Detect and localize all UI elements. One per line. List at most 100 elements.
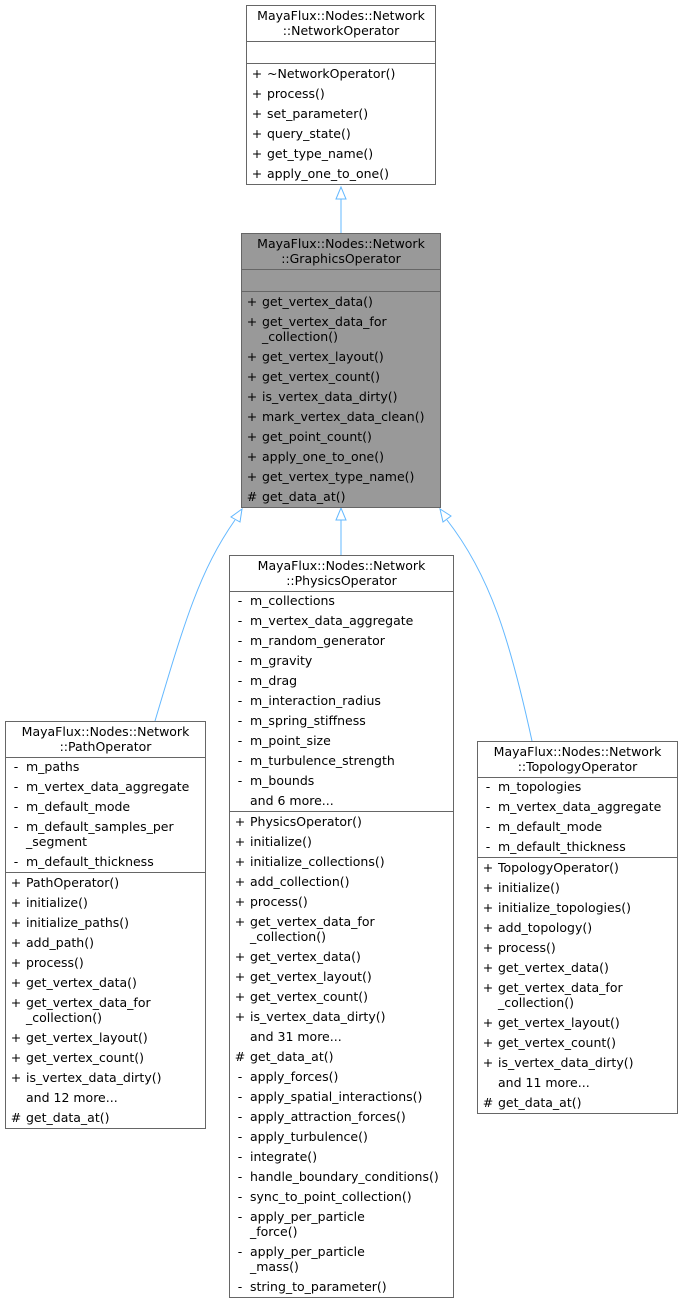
member-name-line: m_random_generator (250, 633, 385, 648)
class-member: +add_topology() (478, 920, 677, 935)
visibility-marker: + (482, 900, 494, 915)
class-member: +get_vertex_data() (6, 975, 205, 990)
member-name: get_vertex_count() (498, 1035, 677, 1050)
member-name-line: get_vertex_layout() (262, 349, 384, 364)
member-name-line: get_vertex_count() (262, 369, 381, 384)
member-name: is_vertex_data_dirty() (250, 1009, 453, 1024)
class-member: -apply_attraction_forces() (230, 1109, 453, 1124)
visibility-marker: + (234, 969, 246, 984)
class-member: -m_gravity (230, 653, 453, 668)
member-name: m_gravity (250, 653, 453, 668)
member-name: is_vertex_data_dirty() (26, 1070, 205, 1085)
class-title-line: MayaFlux::Nodes::Network (257, 558, 426, 573)
class-network-operator[interactable]: MayaFlux::Nodes::Network::NetworkOperato… (246, 5, 436, 185)
class-title-line: MayaFlux::Nodes::Network (21, 724, 190, 739)
member-name: get_data_at() (250, 1049, 453, 1064)
member-name: get_vertex_count() (262, 369, 440, 384)
class-member: -m_point_size (230, 733, 453, 748)
more-members-link[interactable]: and 11 more... (478, 1075, 677, 1090)
class-title: MayaFlux::Nodes::Network::PathOperator (6, 722, 205, 757)
member-name-line: apply_per_particle (250, 1244, 365, 1259)
class-member: +get_vertex_layout() (230, 969, 453, 984)
attributes-section: -m_paths-m_vertex_data_aggregate-m_defau… (6, 757, 205, 872)
member-name-line: m_interaction_radius (250, 693, 381, 708)
member-name-line: m_spring_stiffness (250, 713, 366, 728)
member-name: ~NetworkOperator() (267, 66, 435, 81)
attributes-section: -m_topologies-m_vertex_data_aggregate-m_… (478, 777, 677, 857)
class-topology-operator[interactable]: MayaFlux::Nodes::Network::TopologyOperat… (477, 741, 678, 1114)
class-member: -m_topologies (478, 779, 677, 794)
member-name-line: initialize() (250, 834, 312, 849)
member-name-line: initialize_topologies() (498, 900, 631, 915)
member-name: m_paths (26, 759, 205, 774)
member-name: get_vertex_data() (498, 960, 677, 975)
class-member: +is_vertex_data_dirty() (242, 389, 440, 404)
member-name-line: m_vertex_data_aggregate (250, 613, 414, 628)
member-name: get_vertex_layout() (262, 349, 440, 364)
class-member: -m_default_mode (478, 819, 677, 834)
member-name-line: add_path() (26, 935, 94, 950)
inheritance-arrowhead (439, 507, 452, 523)
class-member: +apply_one_to_one() (247, 166, 435, 181)
member-name: and 31 more... (250, 1029, 453, 1044)
class-title: MayaFlux::Nodes::Network::GraphicsOperat… (242, 234, 440, 269)
visibility-marker: - (237, 1279, 243, 1294)
member-name: is_vertex_data_dirty() (498, 1055, 677, 1070)
member-name-line: apply_one_to_one() (262, 449, 384, 464)
class-physics-operator[interactable]: MayaFlux::Nodes::Network::PhysicsOperato… (229, 555, 454, 1298)
visibility-marker: + (251, 126, 263, 141)
visibility-marker: + (10, 1050, 22, 1065)
member-name: m_default_samples_per_segment (26, 819, 205, 849)
member-name: PathOperator() (26, 875, 205, 890)
member-name-line: m_default_mode (498, 819, 603, 834)
member-name: PhysicsOperator() (250, 814, 453, 829)
class-member: +process() (6, 955, 205, 970)
visibility-marker: - (237, 693, 243, 708)
visibility-marker: + (234, 874, 246, 889)
class-title-line: ::PhysicsOperator (286, 573, 397, 588)
class-member: +get_vertex_type_name() (242, 469, 440, 484)
member-name: m_point_size (250, 733, 453, 748)
class-path-operator[interactable]: MayaFlux::Nodes::Network::PathOperator-m… (5, 721, 206, 1129)
visibility-marker: + (482, 860, 494, 875)
visibility-marker: # (482, 1095, 494, 1110)
visibility-marker: - (237, 1089, 243, 1104)
visibility-marker: + (246, 349, 258, 364)
class-member: +query_state() (247, 126, 435, 141)
visibility-marker: + (234, 914, 246, 929)
member-name: get_data_at() (262, 489, 440, 504)
class-graphics-operator[interactable]: MayaFlux::Nodes::Network::GraphicsOperat… (241, 233, 441, 508)
member-name-line: is_vertex_data_dirty() (250, 1009, 386, 1024)
class-member: +get_vertex_count() (242, 369, 440, 384)
member-name-line: _force() (250, 1224, 298, 1239)
operations-section: +~NetworkOperator()+process()+set_parame… (247, 63, 435, 184)
visibility-marker: + (10, 1070, 22, 1085)
member-name-line: m_paths (26, 759, 80, 774)
class-member: +get_vertex_data() (242, 294, 440, 309)
class-member: +process() (230, 894, 453, 909)
member-name-line: m_turbulence_strength (250, 753, 395, 768)
member-name: m_spring_stiffness (250, 713, 453, 728)
class-member: -m_bounds (230, 773, 453, 788)
more-members-link[interactable]: and 12 more... (6, 1090, 205, 1105)
visibility-marker: - (237, 613, 243, 628)
more-members-link[interactable]: and 6 more... (230, 793, 453, 808)
more-members-link[interactable]: and 31 more... (230, 1029, 453, 1044)
class-member: #get_data_at() (230, 1049, 453, 1064)
visibility-marker: + (10, 975, 22, 990)
class-member: #get_data_at() (478, 1095, 677, 1110)
member-name: mark_vertex_data_clean() (262, 409, 440, 424)
attributes-section (247, 41, 435, 63)
operations-section: +TopologyOperator()+initialize()+initial… (478, 857, 677, 1113)
member-name: handle_boundary_conditions() (250, 1169, 453, 1184)
member-name-line: string_to_parameter() (250, 1279, 387, 1294)
visibility-marker: - (13, 854, 19, 869)
class-title-line: ::TopologyOperator (517, 759, 638, 774)
class-member: +process() (478, 940, 677, 955)
member-name: m_topologies (498, 779, 677, 794)
class-member: +~NetworkOperator() (247, 66, 435, 81)
visibility-marker: - (237, 713, 243, 728)
member-name: add_collection() (250, 874, 453, 889)
member-name: get_vertex_layout() (498, 1015, 677, 1030)
class-member: -m_default_samples_per_segment (6, 819, 205, 849)
